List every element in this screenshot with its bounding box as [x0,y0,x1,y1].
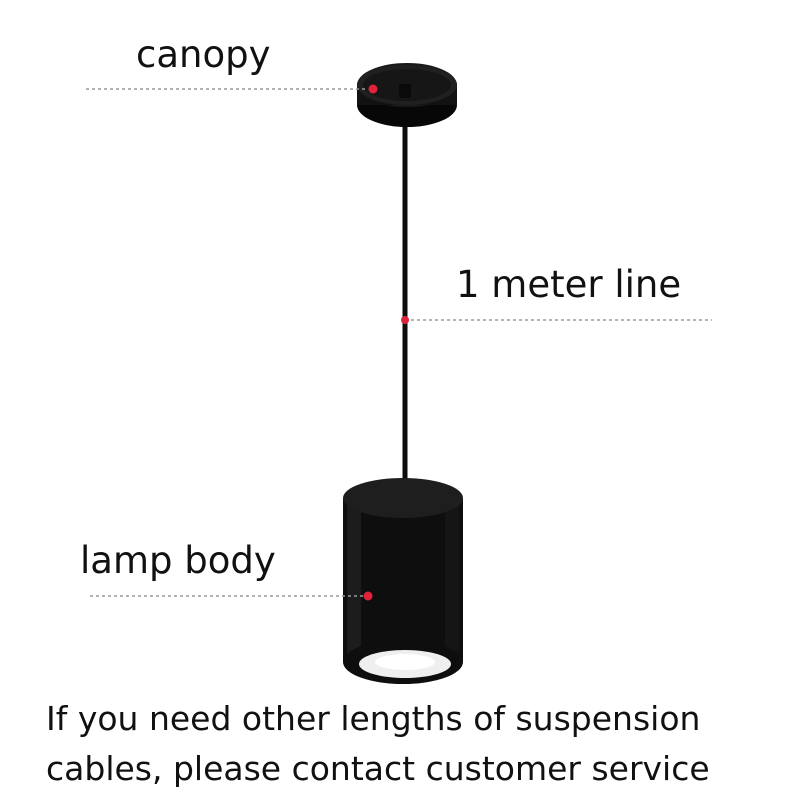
note-line-2: cables, please contact customer service [46,749,710,788]
line-marker [401,316,409,324]
note-line-1: If you need other lengths of suspension [46,699,701,738]
body-marker [363,591,373,601]
canopy-label: canopy [136,33,271,76]
lamp-body-shape [343,478,463,684]
canopy-marker [368,84,378,94]
lamp-body-label: lamp body [80,539,276,582]
meter-line-label: 1 meter line [456,263,682,306]
canopy-shape [357,63,457,127]
